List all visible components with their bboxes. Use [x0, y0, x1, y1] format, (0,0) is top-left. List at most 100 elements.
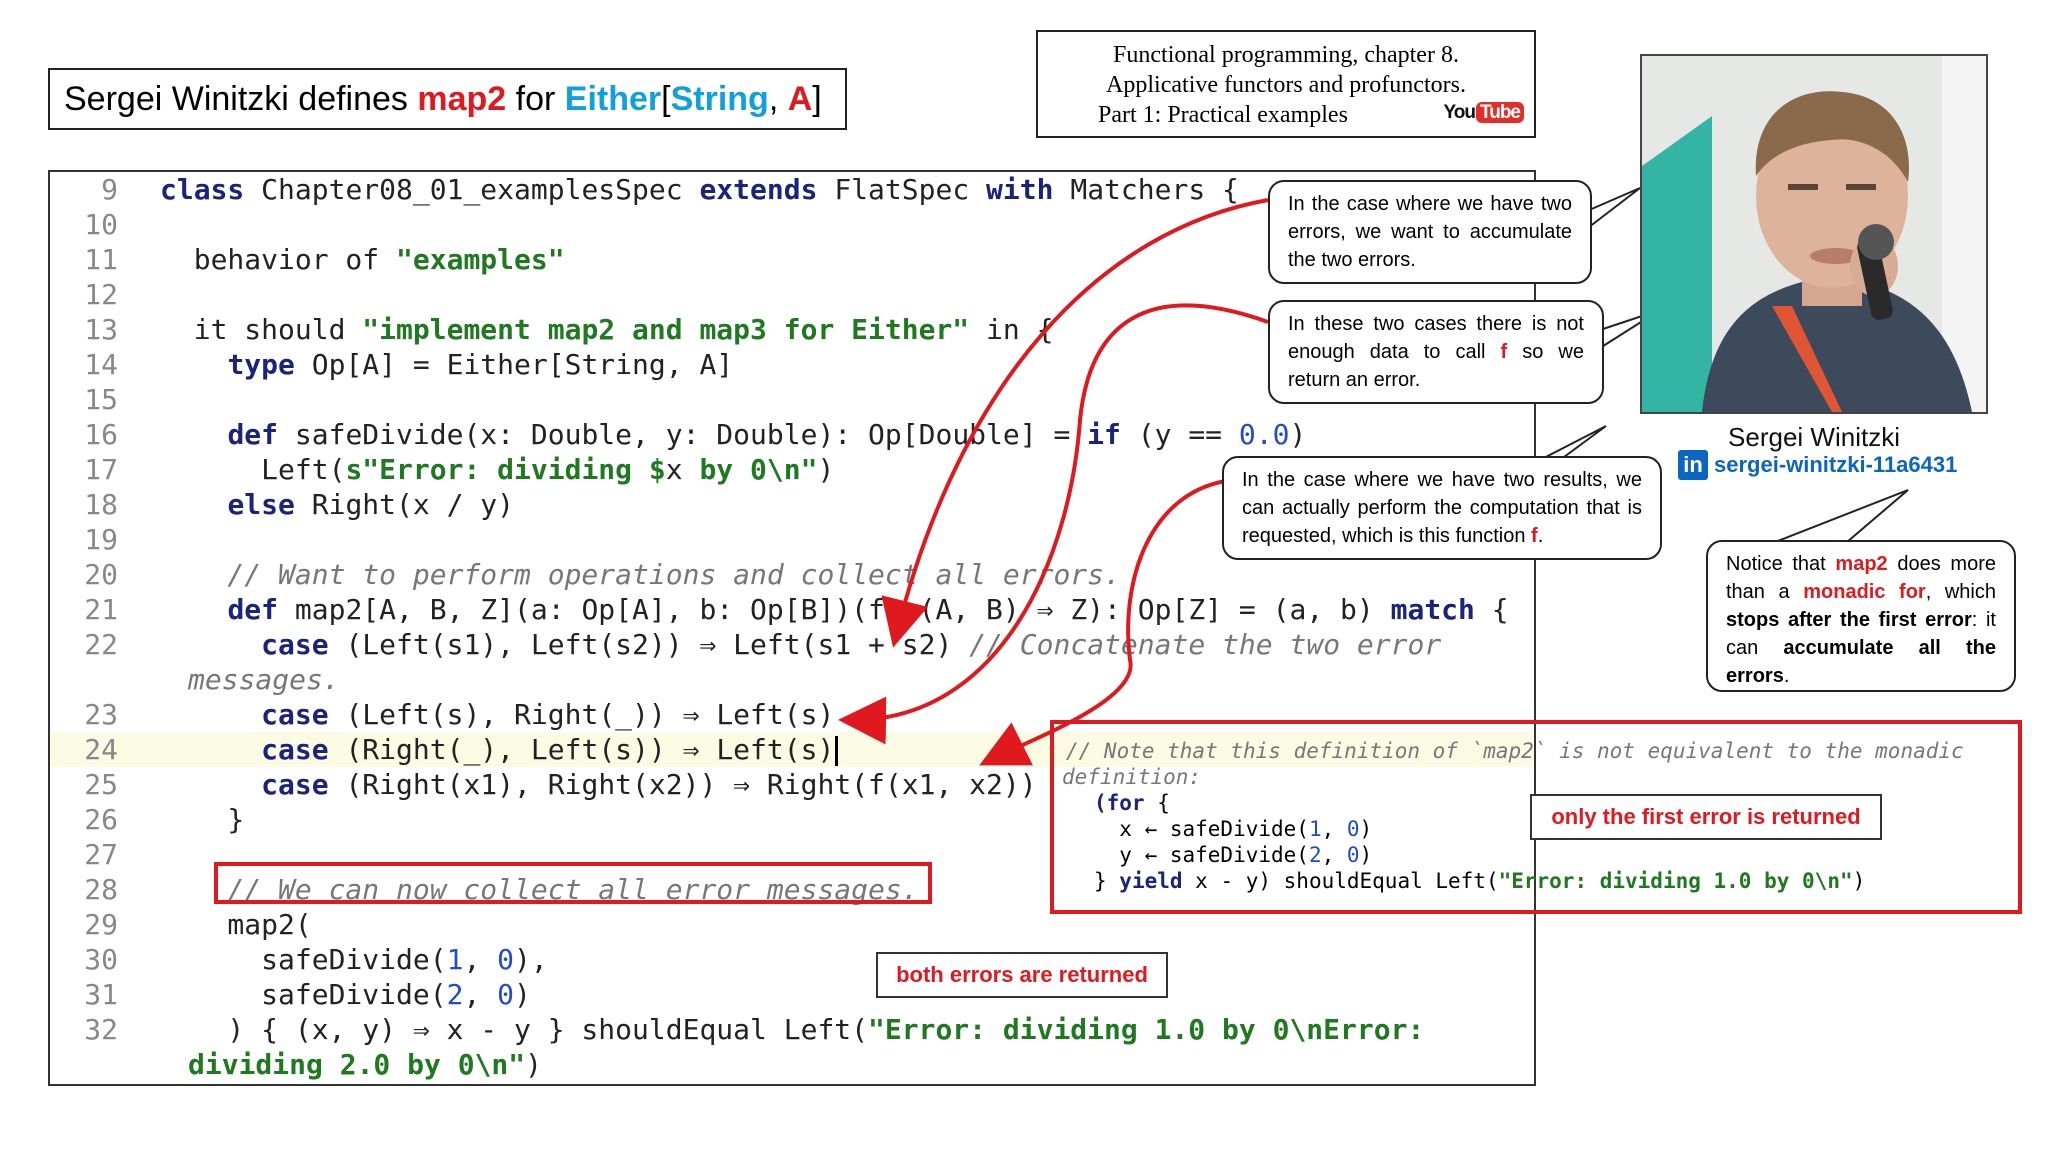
- code-text: map2(: [160, 908, 312, 941]
- code-token: ): [525, 1048, 543, 1081]
- line-number: 12: [84, 278, 118, 311]
- keyword: case: [261, 698, 329, 731]
- code-token: (y ==: [1120, 418, 1239, 451]
- number-literal: 0: [1346, 843, 1360, 867]
- line-number: 14: [84, 348, 118, 381]
- title-a: A: [787, 80, 813, 118]
- line-number: 32: [84, 1013, 118, 1046]
- line-number: 26: [84, 803, 118, 836]
- code-token: {: [1474, 593, 1509, 626]
- code-token: ): [1359, 817, 1373, 841]
- youtube-tube: Tube: [1476, 102, 1524, 123]
- code-token: safeDivide(: [160, 978, 447, 1011]
- code-line-23: 23 case (Left(s), Right(_)) ⇒ Left(s): [50, 697, 1534, 732]
- callout-text: .: [1537, 525, 1544, 547]
- slide-title: Sergei Winitzki defines map2 for Either[…: [48, 68, 847, 130]
- code-token: ) { (x, y) ⇒ x - y } shouldEqual Left(: [160, 1013, 869, 1046]
- number-literal: 1: [1308, 817, 1322, 841]
- callout-pointer-4: [1759, 489, 1909, 549]
- string-literal: dividing 2.0 by 0\n": [188, 1048, 526, 1081]
- keyword: def: [227, 418, 279, 451]
- code-token: behavior of: [160, 243, 397, 276]
- code-text: behavior of "examples": [160, 242, 565, 277]
- callout-two-results: In the case where we have two results, w…: [1222, 456, 1662, 560]
- code-token: ): [1359, 843, 1373, 867]
- linkedin-handle: sergei-winitzki-11a6431: [1714, 452, 1958, 477]
- keyword: def: [227, 593, 279, 626]
- string-literal: "examples": [396, 243, 565, 276]
- note-code-line-4: x ← safeDivide(1, 0): [1094, 816, 1372, 842]
- code-text: def map2[A, B, Z](a: Op[A], b: Op[B])(f:…: [160, 592, 1509, 627]
- keyword: case: [261, 768, 329, 801]
- callout-map2: map2: [1835, 553, 1888, 575]
- code-text: case (Left(s1), Left(s2)) ⇒ Left(s1 + s2…: [160, 627, 1441, 662]
- title-comma: ,: [768, 80, 788, 118]
- line-number: 25: [84, 768, 118, 801]
- number-literal: 0: [497, 978, 515, 1011]
- lecture-line-3: Part 1: Practical examples: [1098, 102, 1348, 128]
- string-literal: "implement map2 and map3 for Either": [362, 313, 970, 346]
- title-rbracket: ]: [812, 80, 822, 118]
- code-token: ): [1852, 869, 1866, 893]
- code-token: FlatSpec: [817, 173, 987, 206]
- code-token: }: [1094, 869, 1120, 893]
- note-comment-line-1: // Note that this definition of `map2` i…: [1066, 739, 1964, 763]
- callout-text: Notice that: [1726, 553, 1836, 575]
- lecture-info-box: Functional programming, chapter 8. Appli…: [1036, 30, 1536, 138]
- number-literal: 2: [1308, 843, 1322, 867]
- code-text: dividing 2.0 by 0\n"): [188, 1047, 542, 1082]
- code-line-16: 16 def safeDivide(x: Double, y: Double):…: [50, 417, 1534, 452]
- keyword: yield: [1119, 869, 1183, 893]
- keyword: case: [261, 628, 329, 661]
- keyword: type: [227, 348, 295, 381]
- code-line-29: 29 map2(: [50, 907, 1534, 942]
- code-line-25: 25 case (Right(x1), Right(x2)) ⇒ Right(f…: [50, 767, 1534, 802]
- title-prefix: Sergei Winitzki defines: [64, 80, 418, 118]
- code-line-15: 15: [50, 382, 1534, 417]
- callout-monadic-for: monadic for: [1803, 581, 1926, 603]
- callout-f: f: [1531, 525, 1538, 547]
- code-line-11: 11 behavior of "examples": [50, 242, 1534, 277]
- code-token: ,: [463, 943, 498, 976]
- code-line-30: 30 safeDivide(1, 0),: [50, 942, 1534, 977]
- line-number: 31: [84, 978, 118, 1011]
- callout-text: so we return an error.: [1288, 341, 1584, 391]
- callout-text: .: [1783, 665, 1790, 687]
- code-line-31: 31 safeDivide(2, 0): [50, 977, 1534, 1012]
- string-literal: s"Error: dividing $: [345, 453, 666, 486]
- code-line-18: 18 else Right(x / y): [50, 487, 1534, 522]
- line-number: 29: [84, 908, 118, 941]
- line-number: 24: [84, 733, 118, 766]
- code-token: (Left(s), Right(_)) ⇒ Left(s): [328, 698, 835, 731]
- code-token: safeDivide(: [160, 943, 447, 976]
- callout-f: f: [1500, 341, 1508, 363]
- code-token: ,: [1321, 843, 1347, 867]
- code-token: {: [1144, 791, 1170, 815]
- code-line-32: 32 ) { (x, y) ⇒ x - y } shouldEqual Left…: [50, 1012, 1534, 1047]
- title-string: String: [670, 80, 769, 118]
- code-text: def safeDivide(x: Double, y: Double): Op…: [160, 417, 1306, 452]
- callout-not-enough-data: In these two cases there is not enough d…: [1268, 300, 1604, 404]
- number-literal: 0: [1346, 817, 1360, 841]
- code-text: else Right(x / y): [160, 487, 514, 522]
- callout-text: In these two cases there is not enough d…: [1288, 313, 1584, 363]
- number-literal: 0.0: [1238, 418, 1290, 451]
- code-line-17: 17 Left(s"Error: dividing $x by 0\n"): [50, 452, 1534, 487]
- line-number: 13: [84, 313, 118, 346]
- code-token: Matchers {: [1053, 173, 1239, 206]
- monadic-definition-box: // Note that this definition of `map2` i…: [1050, 720, 2022, 914]
- code-text: Left(s"Error: dividing $x by 0\n"): [160, 452, 834, 487]
- title-lbracket: [: [661, 80, 671, 118]
- keyword: class: [160, 173, 245, 206]
- callout-text: does more than a: [1726, 553, 1996, 603]
- code-token: y ← safeDivide(: [1094, 843, 1309, 867]
- line-number: 28: [84, 873, 118, 906]
- code-token: map2[A, B, Z](a: Op[A], b: Op[B])(f: (A,…: [278, 593, 1391, 626]
- code-text: ) { (x, y) ⇒ x - y } shouldEqual Left("E…: [160, 1012, 1424, 1047]
- code-line-20: 20 // Want to perform operations and col…: [50, 557, 1534, 592]
- line-number: 20: [84, 558, 118, 591]
